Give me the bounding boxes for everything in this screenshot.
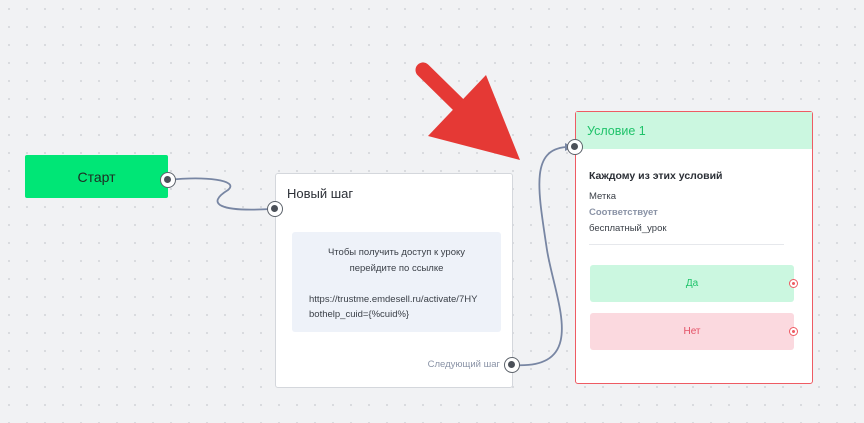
step-node[interactable]: Новый шаг Чтобы получить доступ к уроку … (275, 173, 513, 388)
message-line: Чтобы получить доступ к уроку (327, 247, 466, 258)
condition-header: Условие 1 (576, 112, 812, 149)
condition-value: бесплатный_урок (589, 223, 667, 234)
message-link-line: https://trustme.emdesell.ru/activate/7HY (309, 293, 478, 305)
connector-step-to-condition (512, 146, 567, 366)
condition-title: Условие 1 (587, 123, 646, 138)
condition-subtitle: Каждому из этих условий (589, 170, 723, 182)
message-line: перейдите по ссылке (349, 262, 444, 274)
step-output-port-icon[interactable] (504, 357, 520, 373)
branch-no-label: Нет (683, 326, 701, 337)
branch-yes[interactable]: Да (590, 265, 798, 302)
next-step-label: Следующий шаг (427, 359, 500, 370)
condition-operator: Соответствует (589, 207, 658, 218)
message-box[interactable]: Чтобы получить доступ к уроку перейдите … (292, 232, 501, 332)
branch-yes-label: Да (685, 278, 699, 289)
start-node-label: Старт (77, 168, 116, 185)
step-title: Новый шаг (287, 186, 354, 201)
condition-input-port-icon[interactable] (567, 139, 583, 155)
branch-output-port-icon[interactable] (789, 279, 798, 288)
branch-no[interactable]: Нет (590, 313, 798, 350)
condition-node[interactable]: Условие 1 Каждому из этих условий Метка … (575, 111, 813, 384)
start-node[interactable]: Старт (25, 155, 168, 198)
start-output-port-icon[interactable] (160, 172, 176, 188)
message-link-line: bothelp_cuid={%cuid%} (309, 309, 410, 320)
condition-divider (589, 244, 784, 245)
condition-field: Метка (589, 191, 616, 202)
connector-start-to-step (167, 177, 272, 211)
step-input-port-icon[interactable] (267, 201, 283, 217)
branch-output-port-icon[interactable] (789, 327, 798, 336)
